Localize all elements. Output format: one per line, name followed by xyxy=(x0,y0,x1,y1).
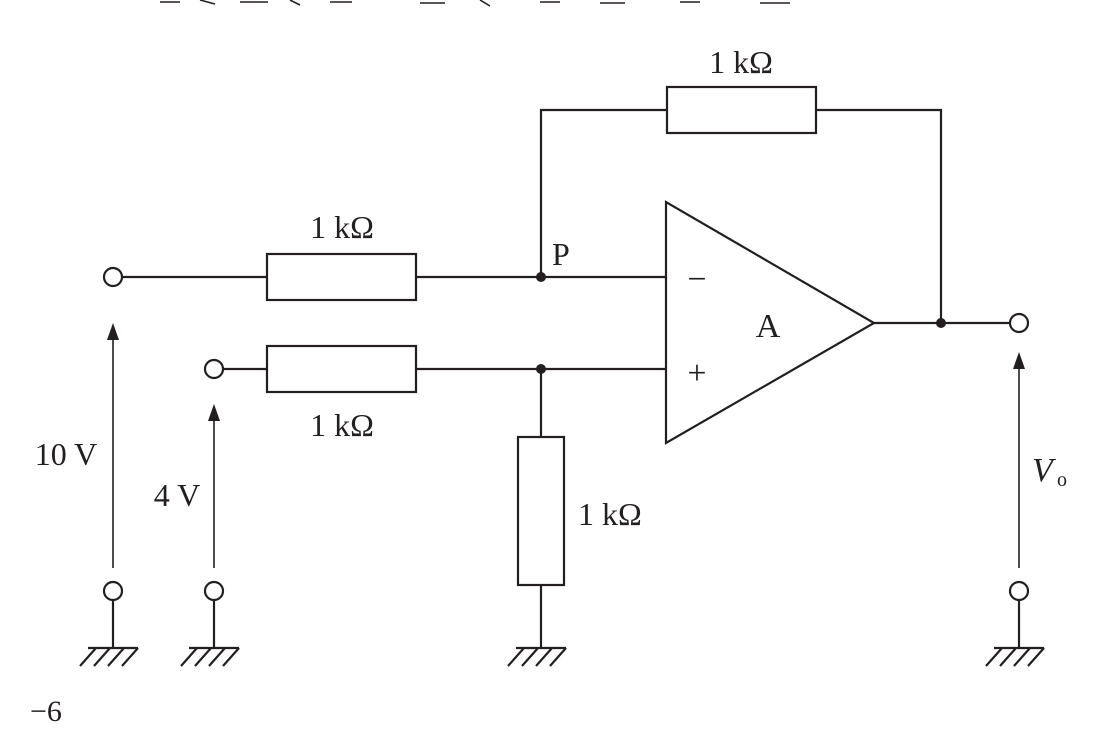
ground-symbol xyxy=(79,646,139,667)
resistor-input-noninverting xyxy=(265,344,418,394)
label-source-4v: 4 V xyxy=(154,477,201,513)
resistor-input-inverting xyxy=(265,252,418,302)
terminal-ground-output xyxy=(1008,580,1030,602)
terminal-output xyxy=(1008,312,1030,334)
wires xyxy=(111,108,1021,648)
label-resistor-input-noninverting: 1 kΩ xyxy=(310,407,374,443)
ground-symbol xyxy=(180,646,240,667)
label-output-symbol: V xyxy=(1032,452,1057,489)
footer-fragment: −6 xyxy=(30,695,62,725)
header-fragment xyxy=(160,0,790,7)
terminal-ground-4v xyxy=(203,580,225,602)
voltage-arrow-4v xyxy=(208,404,220,568)
label-output-subscript: o xyxy=(1057,469,1067,491)
voltage-arrow-output xyxy=(1013,352,1025,568)
ground-symbol xyxy=(985,646,1045,667)
voltage-arrow-10v xyxy=(107,323,119,568)
terminal-ground-10v xyxy=(102,580,124,602)
resistor-shunt xyxy=(516,435,566,587)
terminal-input-4v xyxy=(203,358,225,380)
label-resistor-input-inverting: 1 kΩ xyxy=(310,209,374,245)
opamp-triangle xyxy=(664,200,877,445)
label-source-10v: 10 V xyxy=(35,436,98,472)
junction-p xyxy=(536,272,546,282)
label-resistor-shunt: 1 kΩ xyxy=(578,496,642,532)
label-node-p: P xyxy=(552,236,570,272)
ground-symbol xyxy=(507,646,567,667)
junction-noninverting xyxy=(536,364,546,374)
terminal-input-10v xyxy=(102,266,124,288)
label-opamp-plus: + xyxy=(687,355,706,392)
label-opamp: A xyxy=(756,308,781,345)
label-opamp-minus: − xyxy=(687,261,706,298)
resistor-feedback xyxy=(665,85,818,135)
junction-output xyxy=(936,318,946,328)
label-resistor-feedback: 1 kΩ xyxy=(709,44,773,80)
header-fragment-strokes xyxy=(160,0,790,7)
